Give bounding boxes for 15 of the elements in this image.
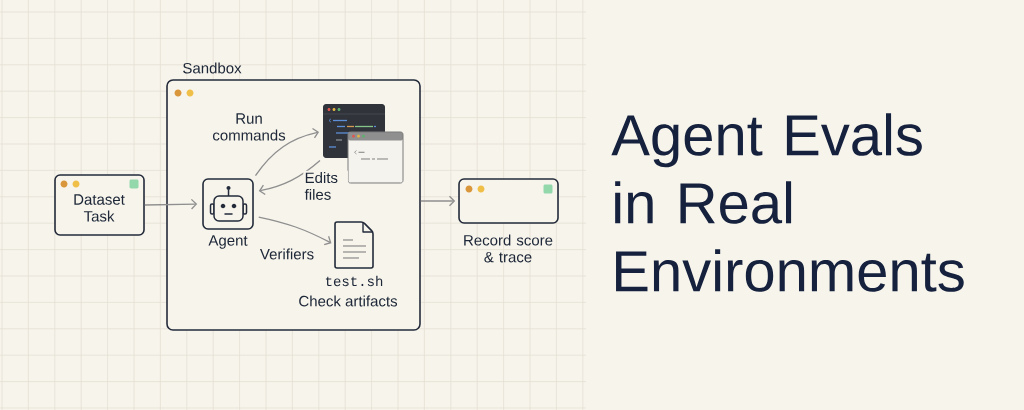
file-name: test.sh (325, 275, 383, 287)
edge-label: Verifiers (258, 247, 316, 261)
caption-text: Record score & trace (464, 234, 553, 263)
arrow (144, 198, 198, 210)
arrow (258, 159, 321, 196)
arrow (420, 195, 456, 207)
edge-label: Edits files (303, 170, 348, 202)
edge-label: Run commands (208, 112, 290, 142)
title-text: Agent Evals in Real Environments (611, 113, 964, 292)
arrow (258, 216, 332, 246)
box-heading: Sandbox (183, 62, 242, 74)
node-label: Check artifacts (299, 295, 398, 307)
arrow (254, 127, 320, 177)
task-card: Dataset Task (54, 174, 145, 236)
node-label: Agent (208, 235, 248, 249)
